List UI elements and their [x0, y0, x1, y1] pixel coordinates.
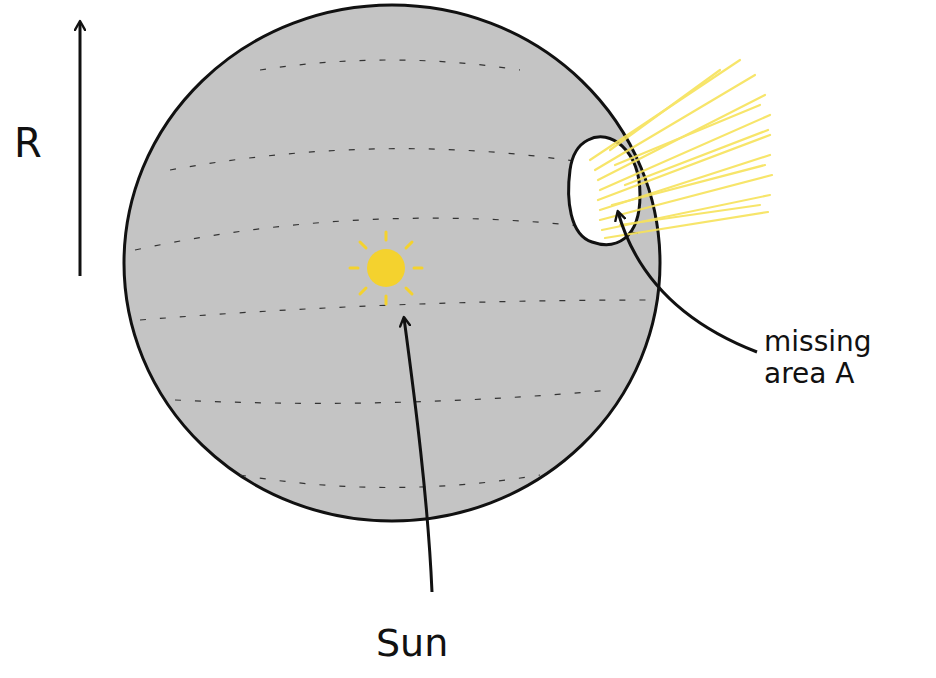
- missing-area-hole: [569, 137, 640, 245]
- latitude-line: [260, 60, 520, 70]
- area-label: missing area A: [764, 326, 904, 390]
- radius-arrow: [79, 22, 82, 276]
- leader-arrow: [404, 318, 432, 592]
- leader-arrow: [618, 212, 757, 352]
- sun-disc: [367, 249, 405, 287]
- latitude-lines: [135, 60, 650, 488]
- sun-symbol: [350, 232, 422, 304]
- latitude-line: [240, 475, 540, 488]
- radius-label: R: [14, 120, 42, 166]
- latitude-line: [170, 149, 600, 170]
- sun-rays: [350, 232, 422, 304]
- latitude-line: [175, 390, 610, 403]
- escaping-light: [590, 60, 772, 238]
- sphere-shell: [124, 5, 660, 521]
- sun-label: Sun: [376, 622, 448, 666]
- latitude-line: [140, 300, 650, 320]
